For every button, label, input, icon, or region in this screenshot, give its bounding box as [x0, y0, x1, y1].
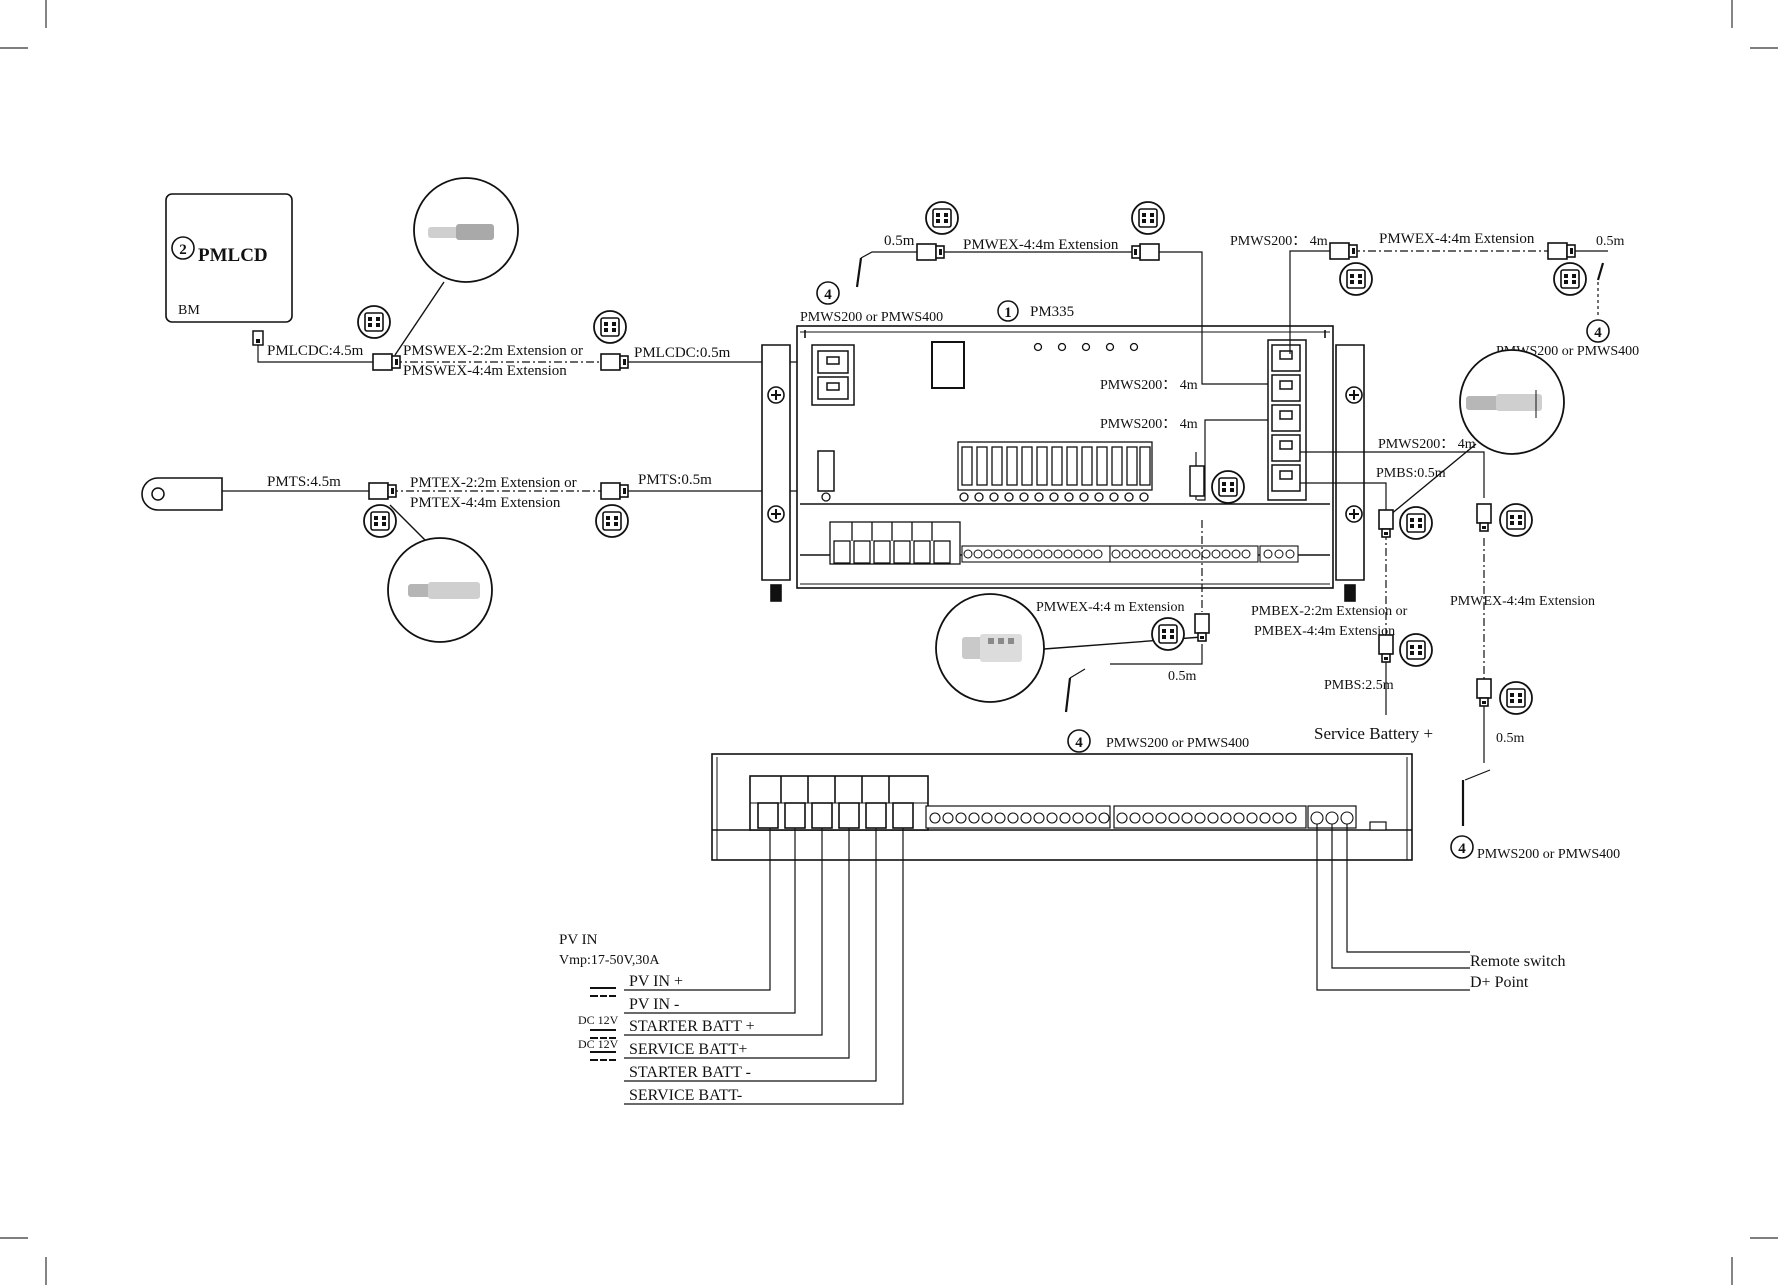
- pmlcd-title: PMLCD: [198, 245, 268, 266]
- far-right-cables: [1300, 451, 1491, 826]
- terminal-wires: [624, 824, 1470, 1105]
- label-pmswex-2: PMSWEX-2:2m Extension or: [403, 343, 583, 359]
- terminal-starter-batt-plus: STARTER BATT +: [629, 1018, 755, 1035]
- label-mid-0-5m: 0.5m: [1168, 669, 1197, 684]
- label-right-pmws: PMWS200： 4m: [1230, 234, 1328, 249]
- zoom-connector-temp: [387, 504, 493, 643]
- label-int-pmws-2: PMWS200： 4m: [1100, 417, 1198, 432]
- label-right-pmwex: PMWEX-4:4m Extension: [1379, 231, 1535, 247]
- zoom-connector-extension: [935, 593, 1045, 703]
- label-pmswex-4: PMSWEX-4:4m Extension: [403, 363, 567, 379]
- dc-label-1: DC 12V: [578, 1013, 619, 1027]
- label-pmlcdc-0-5m: PMLCDC:0.5m: [634, 345, 731, 361]
- top-sensor-cable: [855, 251, 1268, 501]
- temperature-sensor: [141, 477, 223, 511]
- label-pmtex-2: PMTEX-2:2m Extension or: [410, 475, 577, 491]
- label-mid-sensor: PMWS200 or PMWS400: [1106, 736, 1249, 751]
- label-r-pmws-4m: PMWS200： 4m: [1378, 437, 1476, 452]
- signal-pins-top: [963, 549, 1295, 559]
- label-pmbs-0-5m: PMBS:0.5m: [1376, 466, 1446, 481]
- pmlcd-subtitle: BM: [178, 303, 200, 318]
- label-remote-switch: Remote switch: [1470, 953, 1566, 970]
- fuse-leds: [959, 492, 1149, 502]
- label-pmts-0-5m: PMTS:0.5m: [638, 472, 712, 488]
- label-pmbex-4: PMBEX-4:4m Extension: [1254, 624, 1395, 639]
- dc-label-2: DC 12V: [578, 1037, 619, 1051]
- label-int-pmws-1: PMWS200： 4m: [1100, 378, 1198, 393]
- fuse-block: [957, 441, 1153, 491]
- status-window: [931, 341, 965, 389]
- battery-symbols: [590, 987, 616, 1061]
- label-pmlcdc-4-5m: PMLCDC:4.5m: [267, 343, 364, 359]
- label-pmbex-2: PMBEX-2:2m Extension or: [1251, 604, 1408, 619]
- lcd-ports: [811, 344, 855, 406]
- zoom-connector-sensor: [1389, 349, 1565, 516]
- pm335-bottom-view: [711, 753, 1413, 861]
- label-far-pmwex: PMWEX-4:4m Extension: [1450, 594, 1595, 609]
- temp-cable: [222, 490, 809, 493]
- terminal-service-batt-plus: SERVICE BATT+: [629, 1041, 747, 1058]
- pv-in-title: PV IN: [559, 932, 598, 948]
- label-top-0-5m: 0.5m: [884, 233, 915, 249]
- label-pmts-4-5m: PMTS:4.5m: [267, 474, 341, 490]
- terminal-pv-in-minus: PV IN -: [629, 996, 679, 1013]
- pm335-title: PM335: [1030, 304, 1074, 320]
- label-service-battery: Service Battery +: [1314, 724, 1433, 743]
- label-pmbs-2-5m: PMBS:2.5m: [1324, 678, 1394, 693]
- temp-port: [817, 450, 835, 492]
- sensor-number-far: 4: [1458, 841, 1466, 857]
- label-pmtex-4: PMTEX-4:4m Extension: [410, 495, 561, 511]
- pv-in-spec: Vmp:17-50V,30A: [559, 953, 660, 968]
- indicator-leds: [1033, 342, 1139, 352]
- label-top-pmwex: PMWEX-4:4m Extension: [963, 237, 1119, 253]
- pm335-number: 1: [1004, 305, 1012, 321]
- sensor-number-right: 4: [1594, 325, 1602, 341]
- label-right-0-5m: 0.5m: [1596, 234, 1625, 249]
- zoom-connector-lcd: [394, 177, 519, 356]
- terminal-starter-batt-minus: STARTER BATT -: [629, 1064, 751, 1081]
- terminal-pv-in-plus: PV IN +: [629, 973, 683, 990]
- sensor-number-top: 4: [824, 287, 832, 303]
- pmlcd-number: 2: [179, 242, 187, 258]
- label-far-sensor: PMWS200 or PMWS400: [1477, 847, 1620, 862]
- label-mid-pmwex: PMWEX-4:4 m Extension: [1036, 600, 1185, 615]
- label-far-0-5m: 0.5m: [1496, 731, 1525, 746]
- label-top-sensor: PMWS200 or PMWS400: [800, 310, 943, 325]
- power-terminals-top: [829, 521, 961, 565]
- sensor-number-mid: 4: [1075, 735, 1083, 751]
- sensor-ports: [1267, 339, 1307, 501]
- right-sensor-cable: [1289, 250, 1608, 354]
- label-d-point: D+ Point: [1470, 974, 1529, 991]
- signal-pins-bottom: [929, 811, 1354, 825]
- pmlcd-display: [165, 193, 293, 323]
- terminal-service-batt-minus: SERVICE BATT-: [629, 1087, 742, 1104]
